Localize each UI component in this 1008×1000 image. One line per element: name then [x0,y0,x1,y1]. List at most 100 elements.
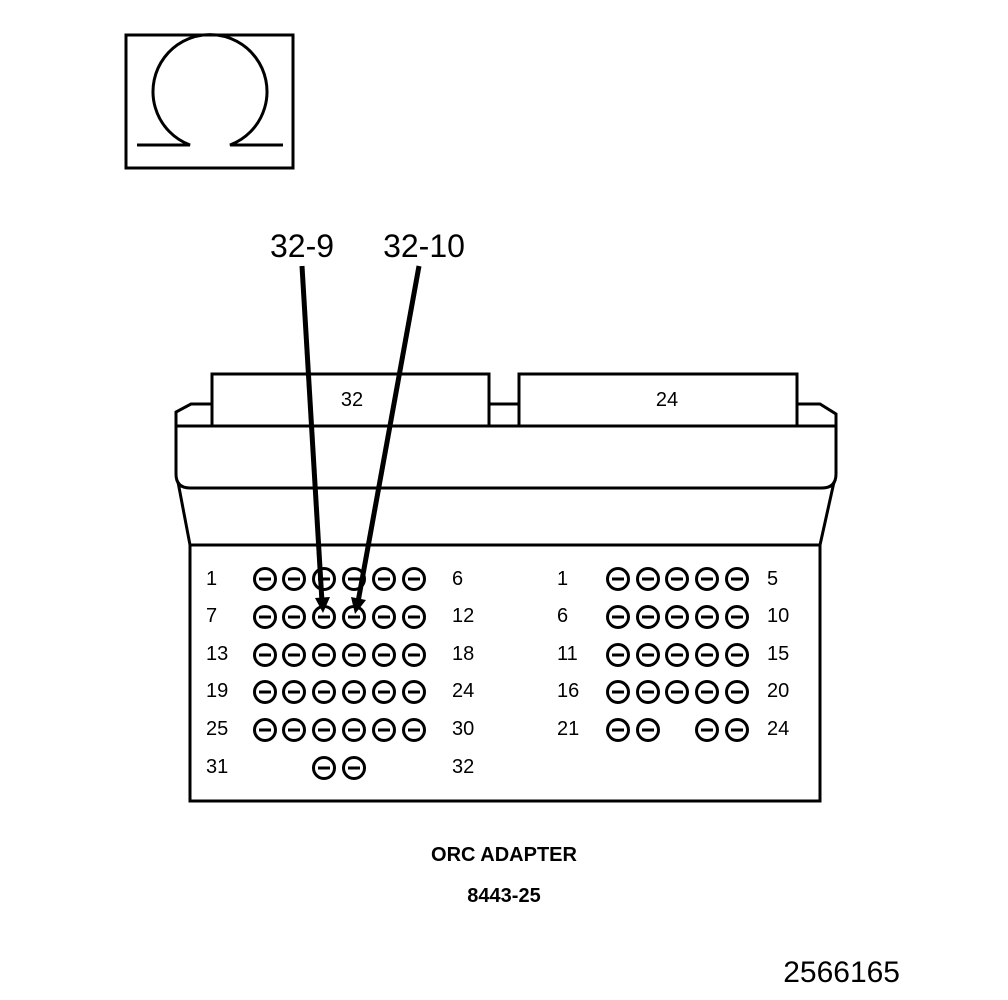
callout-label-32-10: 32-10 [383,228,465,264]
pin-label: 6 [557,605,568,627]
pin-socket [342,680,366,704]
pin-label: 6 [452,568,463,590]
pin-socket [725,718,749,742]
connector-32-label: 32 [341,389,363,411]
pin-socket [636,680,660,704]
pin-socket [402,643,426,667]
pin-socket [282,643,306,667]
pin-socket [342,605,366,629]
pin-socket [402,680,426,704]
pin-socket [636,605,660,629]
pin-socket [695,605,719,629]
pin-socket [695,643,719,667]
pin-socket [253,605,277,629]
pin-socket [606,718,630,742]
pin-socket [372,605,396,629]
connector-24-pin-labels: 1 5 6 10 11 15 16 20 21 24 [557,568,789,740]
pin-socket [372,567,396,591]
pin-socket [312,567,336,591]
pin-socket [402,718,426,742]
pin-label: 11 [557,643,578,665]
pin-socket [342,718,366,742]
pin-socket [282,718,306,742]
pin-socket [636,718,660,742]
pin-socket [253,718,277,742]
pin-label: 19 [206,680,228,702]
pin-socket [725,643,749,667]
caption-title: ORC ADAPTER [431,844,577,866]
pin-socket [402,567,426,591]
pin-socket [372,718,396,742]
pin-socket [253,567,277,591]
pin-label: 25 [206,718,228,740]
pin-socket [606,643,630,667]
callout-arrow-32-9-shaft [299,265,325,603]
pin-label: 12 [452,605,474,627]
caption-part-number: 8443-25 [467,885,540,907]
pin-socket [342,756,366,780]
ohm-symbol-frame [124,33,295,170]
callout-arrow-32-9-head [315,597,330,613]
pin-label: 1 [557,568,568,590]
pin-label: 24 [452,680,474,702]
connector-32-housing [210,372,491,428]
connector-32-pins [253,567,426,780]
pin-socket [372,643,396,667]
pin-label: 15 [767,643,789,665]
pin-socket [312,643,336,667]
pin-socket [725,680,749,704]
pin-socket [312,718,336,742]
pin-socket [342,643,366,667]
pin-socket [282,680,306,704]
pin-label: 13 [206,643,228,665]
pin-label: 7 [206,605,217,627]
pin-socket [253,680,277,704]
pin-label: 31 [206,756,228,778]
adapter-top-rail [174,424,838,490]
pin-socket [695,718,719,742]
pin-socket [665,680,689,704]
pin-socket [606,605,630,629]
callout-arrow-32-10-shaft [355,265,422,603]
pin-label: 20 [767,680,789,702]
callout-arrows [299,265,422,614]
connector-24-pins [606,567,749,742]
pin-socket [725,567,749,591]
pin-label: 32 [452,756,474,778]
pin-socket [695,567,719,591]
pin-label: 24 [767,718,789,740]
pin-label: 16 [557,680,579,702]
figure-number: 2566165 [783,956,900,989]
callout-arrow-32-10-head [351,597,366,614]
ohm-symbol [124,33,295,170]
pin-socket [402,605,426,629]
pin-socket [282,605,306,629]
pin-label: 5 [767,568,778,590]
connector-32-pin-labels: 1 6 7 12 13 18 19 24 25 30 31 32 [206,568,474,778]
adapter-taper [176,481,836,546]
pin-socket [636,567,660,591]
pin-label: 18 [452,643,474,665]
callout-label-32-9: 32-9 [270,228,334,264]
pin-socket [665,643,689,667]
pin-socket [665,567,689,591]
pin-label: 21 [557,718,579,740]
ohm-icon [137,33,283,147]
pin-socket [725,605,749,629]
pin-socket [282,567,306,591]
pin-socket [372,680,396,704]
pin-socket [695,680,719,704]
pin-socket [606,680,630,704]
pin-socket [606,567,630,591]
pin-label: 30 [452,718,474,740]
pin-socket [312,680,336,704]
pin-socket [665,605,689,629]
connector-24-label: 24 [656,389,678,411]
pin-label: 10 [767,605,789,627]
pin-label: 1 [206,568,217,590]
pin-socket [312,756,336,780]
pin-socket [636,643,660,667]
adapter-shoulder [174,402,838,426]
pin-socket [253,643,277,667]
